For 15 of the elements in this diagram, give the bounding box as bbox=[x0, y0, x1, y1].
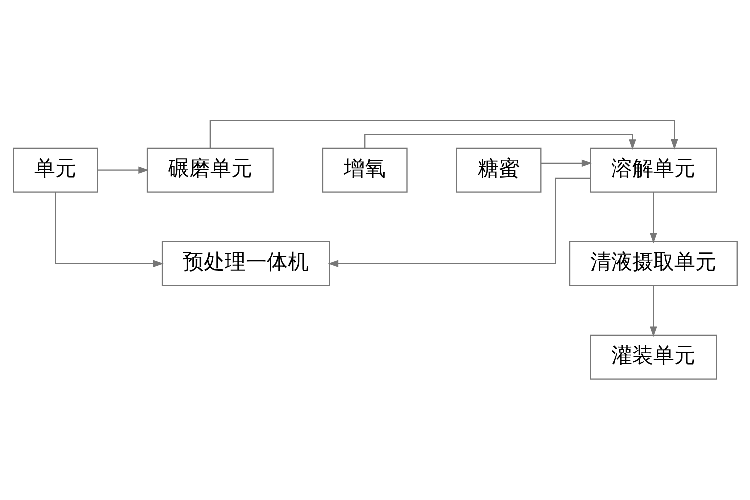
arrow bbox=[328, 178, 590, 268]
node-box: 预处理一体机 bbox=[161, 241, 330, 286]
node-box: 碾磨单元 bbox=[146, 148, 274, 193]
node-box: 溶解单元 bbox=[590, 148, 717, 193]
arrow bbox=[650, 192, 657, 244]
node-box: 增氧 bbox=[322, 148, 408, 193]
arrow bbox=[209, 120, 678, 150]
node-box: 糖蜜 bbox=[456, 148, 542, 193]
arrow bbox=[540, 160, 592, 168]
node-box: 灌装单元 bbox=[590, 334, 717, 380]
arrow bbox=[98, 166, 149, 174]
arrow bbox=[54, 192, 164, 268]
arrow bbox=[650, 286, 657, 338]
node-box: 清液摄取单元 bbox=[568, 241, 738, 286]
node-box: 单元 bbox=[12, 148, 98, 193]
